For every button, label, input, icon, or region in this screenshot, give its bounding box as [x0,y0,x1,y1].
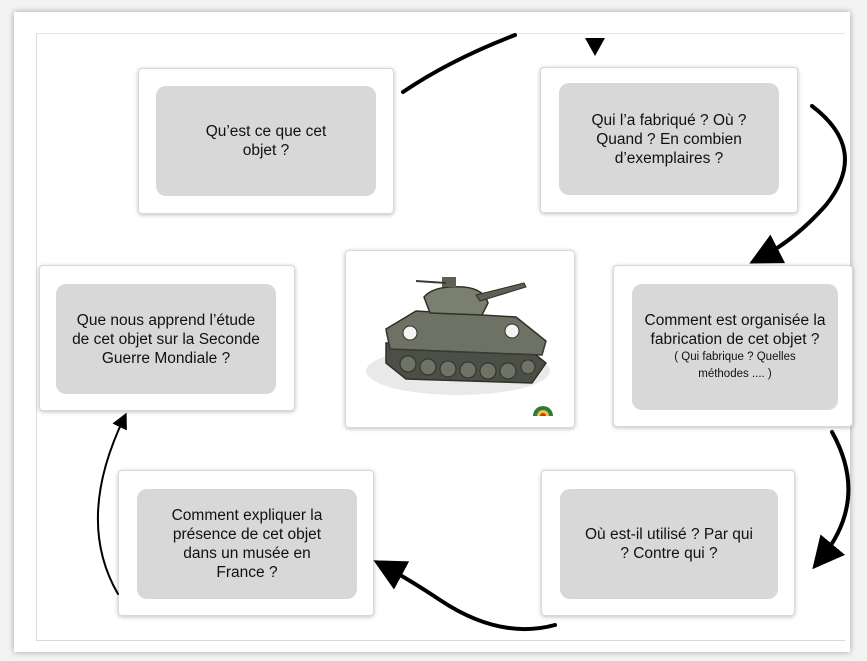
arrow-down-head [585,38,605,56]
arrow-left [97,412,127,595]
bubble-usage: Où est-il utilisé ? Par qui ? Contre qui… [560,489,778,599]
bubble-who: Qui l’a fabriqué ? Où ? Quand ? En combi… [559,83,779,195]
card-lesson: Que nous apprend l’étude de cet objet su… [39,265,295,411]
node-what-text: Qu’est ce que cet objet ? [205,123,327,159]
card-who: Qui l’a fabriqué ? Où ? Quand ? En combi… [540,67,798,213]
badge-icon [533,406,553,416]
arrow-right-upper [749,104,847,264]
slide-frame [36,33,845,641]
arrow-right-lower [812,430,851,570]
node-who-text: Qui l’a fabriqué ? Où ? Quand ? En combi… [591,111,747,167]
bubble-organisation: Comment est organisée la fabrication de … [632,284,838,410]
node-organisation-text: Comment est organisée la fabrication de … [644,312,826,348]
card-museum: Comment expliquer la présence de cet obj… [118,470,374,616]
bubble-what: Qu’est ce que cet objet ? [156,86,376,196]
node-usage-text: Où est-il utilisé ? Par qui ? Contre qui… [585,526,753,562]
arrow-bottom [373,560,557,632]
card-what: Qu’est ce que cet objet ? [138,68,394,214]
card-image [345,250,575,428]
node-organisation-detail: ( Qui fabrique ? Quelles méthodes .... ) [674,351,796,380]
card-usage: Où est-il utilisé ? Par qui ? Contre qui… [541,470,795,616]
node-museum-text: Comment expliquer la présence de cet obj… [171,507,323,581]
arrow-top [401,33,517,94]
bubble-museum: Comment expliquer la présence de cet obj… [137,489,357,599]
card-organisation: Comment est organisée la fabrication de … [613,265,853,427]
node-lesson-text: Que nous apprend l’étude de cet objet su… [72,311,260,367]
tank-icon [366,277,550,395]
bubble-lesson: Que nous apprend l’étude de cet objet su… [56,284,276,394]
